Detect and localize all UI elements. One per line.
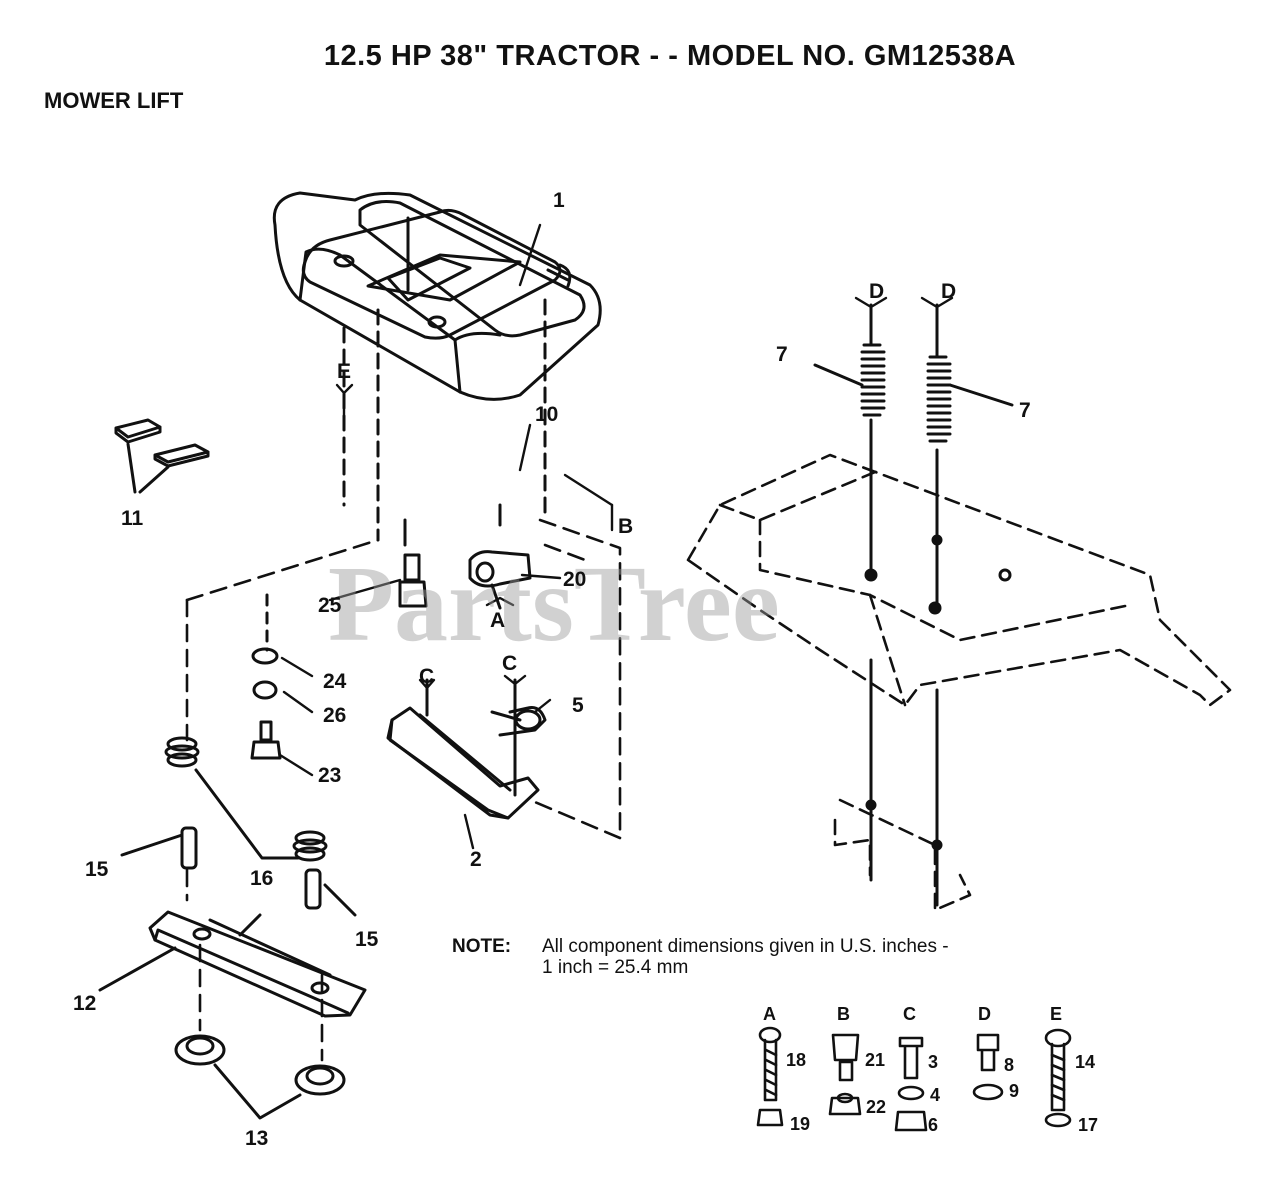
reference-markers [278, 223, 954, 850]
part-2-bracket [386, 678, 547, 820]
ref-A: A [490, 609, 505, 632]
callout-labels: 1 2 5 7 7 10 11 12 13 15 15 16 20 23 24 … [73, 189, 1031, 1150]
callout-15-left: 15 [85, 858, 109, 881]
ref-C-left: C [419, 665, 434, 688]
key-letter-E: E [1050, 1004, 1062, 1024]
key-letter-C: C [903, 1004, 916, 1024]
callout-7-right: 7 [1019, 399, 1031, 422]
part-13-bushings [174, 1034, 346, 1120]
callout-25: 25 [318, 594, 342, 617]
key-letter-A: A [763, 1004, 776, 1024]
part-1-cover [272, 191, 602, 401]
callout-1: 1 [553, 189, 565, 212]
page-title: 12.5 HP 38" TRACTOR - - MODEL NO. GM1253… [323, 40, 1017, 72]
ref-C-right: C [502, 652, 517, 675]
key-C-top: 3 [928, 1052, 938, 1072]
ref-B: B [618, 515, 633, 538]
note-line-1: All component dimensions given in U.S. i… [542, 936, 949, 957]
callout-16: 16 [250, 867, 273, 890]
key-D-bottom: 9 [1009, 1081, 1019, 1101]
ref-D-right: D [941, 280, 956, 303]
key-B-top: 21 [865, 1050, 885, 1070]
part-10-plate [301, 208, 572, 547]
callout-13: 13 [245, 1127, 268, 1150]
key-A-bottom: 19 [790, 1114, 810, 1134]
callout-5: 5 [572, 694, 584, 717]
key-B-bottom: 22 [866, 1097, 886, 1117]
callout-2: 2 [470, 848, 482, 871]
part-20-bracket [468, 550, 532, 610]
callout-26: 26 [323, 704, 346, 727]
part-16-springs [164, 736, 328, 862]
hardware-key-labels: A 18 19 B 21 22 C 3 4 6 D 8 9 E 14 17 [763, 1004, 1098, 1135]
hardware-key-sketches [756, 1026, 1072, 1132]
key-C-bottom: 6 [928, 1115, 938, 1135]
ref-D-left: D [869, 280, 884, 303]
parts-24-26-23 [250, 593, 282, 760]
note-label: NOTE: [452, 936, 512, 957]
dimension-note: NOTE: All component dimensions given in U… [452, 936, 949, 978]
key-D-top: 8 [1004, 1055, 1014, 1075]
part-11-pads [114, 418, 210, 494]
tractor-body-outline [686, 453, 1232, 912]
callout-12: 12 [73, 992, 96, 1015]
key-E-top: 14 [1075, 1052, 1095, 1072]
key-A-top: 18 [786, 1050, 806, 1070]
note-line-2: 1 inch = 25.4 mm [542, 957, 689, 978]
callout-10: 10 [535, 403, 558, 426]
callout-7-left: 7 [776, 343, 788, 366]
callout-24: 24 [323, 670, 347, 693]
ref-E: E [337, 360, 351, 383]
key-E-bottom: 17 [1078, 1115, 1098, 1135]
callout-20: 20 [563, 568, 586, 591]
callout-15-right: 15 [355, 928, 379, 951]
watermark-text: PartsTree [328, 545, 780, 664]
part-25-bolt [398, 553, 428, 608]
callout-11: 11 [121, 507, 144, 530]
key-C-mid: 4 [930, 1085, 940, 1105]
tractor-body-rods [864, 418, 1012, 907]
part-7-springs [813, 303, 1014, 443]
callout-23: 23 [318, 764, 341, 787]
section-title: MOWER LIFT [44, 88, 184, 113]
part-15-pins [120, 826, 357, 917]
key-letter-D: D [978, 1004, 991, 1024]
part-12-plate [98, 910, 367, 1018]
key-letter-B: B [837, 1004, 850, 1024]
